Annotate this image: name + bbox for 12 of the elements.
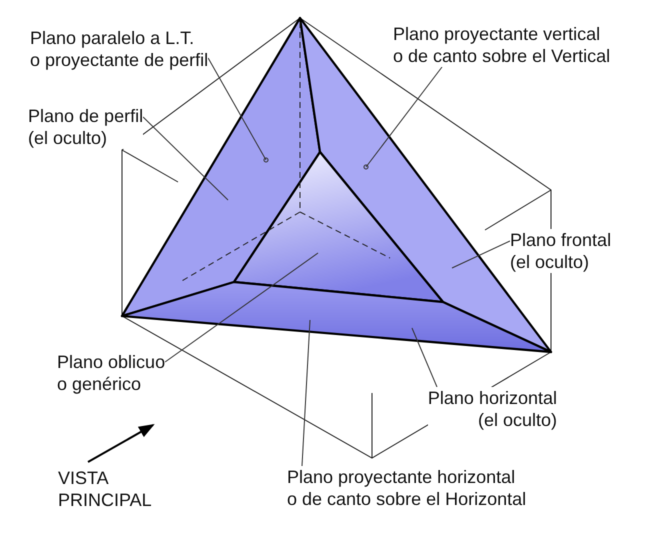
leader-line: [452, 240, 510, 268]
leader-line: [364, 66, 442, 170]
inner-face: [232, 150, 444, 304]
leader-line: [142, 116, 228, 200]
view-label: VISTA PRINCIPAL: [58, 467, 152, 511]
leader-line: [302, 320, 310, 466]
callout-label: Plano horizontal (el oculto): [428, 387, 557, 431]
leader-line: [412, 328, 438, 388]
leader-line: [208, 58, 268, 162]
callout-label: Plano frontal (el oculto): [510, 229, 612, 273]
bottom-face: [120, 280, 552, 354]
leader-line: [164, 252, 318, 362]
